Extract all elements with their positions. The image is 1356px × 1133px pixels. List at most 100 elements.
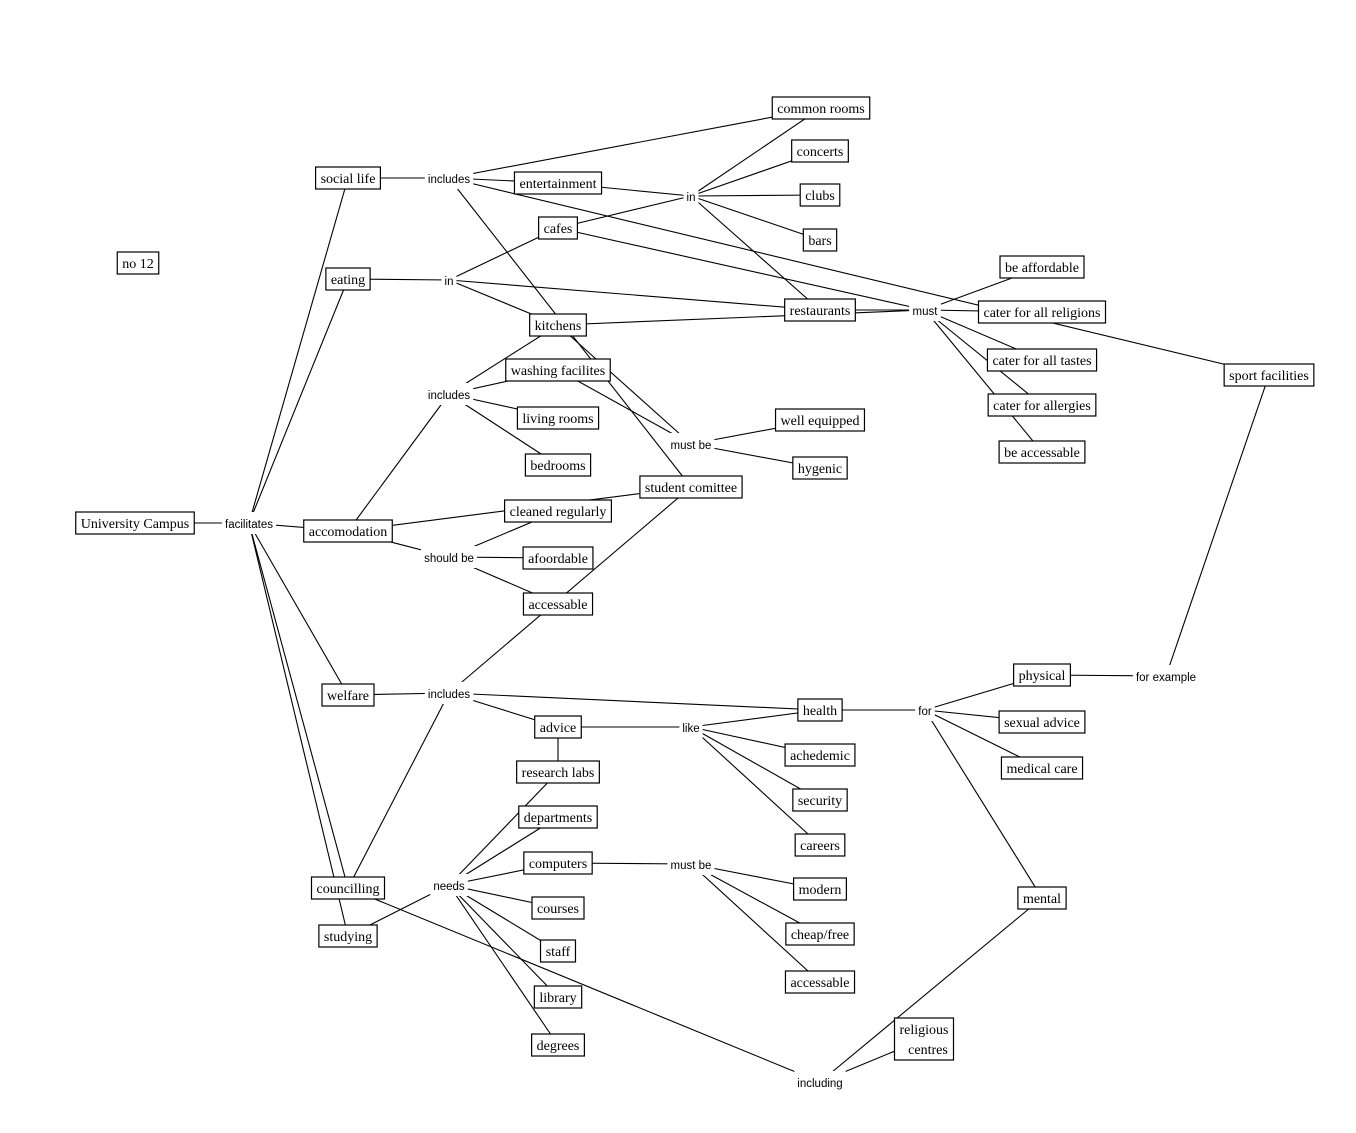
concept-medical[interactable]: medical care [1000,756,1084,780]
concept-research[interactable]: research labs [516,760,600,784]
link-label-text: in [687,192,696,204]
link-line-facilitates-social [248,177,349,524]
link-label-mustbe2[interactable]: must be [667,853,715,875]
concept-accessable2[interactable]: accessable [784,970,856,994]
concept-label: careers [800,839,840,854]
link-line-needs-research [448,771,559,886]
concept-box [303,519,393,543]
concept-box [987,393,1097,417]
concept-library[interactable]: library [533,985,583,1009]
link-label-must1[interactable]: must [909,299,941,321]
concept-bedrooms[interactable]: bedrooms [524,453,592,477]
concept-cafes[interactable]: cafes [538,216,578,240]
concept-eating[interactable]: eating [325,267,371,291]
concept-entertainment[interactable]: entertainment [513,171,603,195]
concept-clubs[interactable]: clubs [799,183,841,207]
concept-security[interactable]: security [792,788,848,812]
concept-box [318,924,378,948]
concept-accom[interactable]: accomodation [303,519,393,543]
nodes: no 12 University Campus social life eating a… [75,96,1315,1093]
link-line-mustbe2-cheap [690,863,821,935]
link-line-facilitates-eating [248,278,349,524]
concept-health[interactable]: health [797,698,843,722]
concept-cheap[interactable]: cheap/free [785,922,855,946]
link-label-in2[interactable]: in [683,185,699,207]
concept-common[interactable]: common rooms [771,96,871,120]
concept-advice[interactable]: advice [534,715,582,739]
concept-kitchens[interactable]: kitchens [529,313,587,337]
link-label-includes1[interactable]: includes [424,167,474,189]
concept-afoordable[interactable]: afoordable [522,546,594,570]
link-label-shouldbe[interactable]: should be [421,546,477,568]
concept-accessable1[interactable]: accessable [522,592,594,616]
concept-label: security [798,794,842,809]
link-line-needs-library [448,884,559,998]
concept-achedemic[interactable]: achedemic [784,743,856,767]
concept-councilling[interactable]: councilling [310,876,386,900]
concept-label: cheap/free [791,928,849,943]
concept-departments[interactable]: departments [518,805,598,829]
concept-courses[interactable]: courses [531,896,585,920]
concept-degrees[interactable]: degrees [531,1033,585,1057]
concept-box [75,511,195,535]
concept-modern[interactable]: modern [793,877,847,901]
concept-uc[interactable]: University Campus [75,511,195,535]
concept-allergies[interactable]: cater for allergies [987,393,1097,417]
concept-cleaned[interactable]: cleaned regularly [504,499,612,523]
link-line-washing-mustbe1 [557,369,692,445]
link-label-includes3[interactable]: includes [424,682,474,704]
concept-beaffordable[interactable]: be affordable [999,255,1085,279]
concept-sport[interactable]: sport facilities [1223,363,1315,387]
link-line-councilling-including [347,887,821,1083]
link-label-like[interactable]: like [679,716,703,738]
concept-computers[interactable]: computers [523,851,593,875]
concept-box [513,171,603,195]
link-label-facilitates[interactable]: facilitates [221,512,277,534]
link-label-forexample[interactable]: for example [1132,665,1200,687]
link-line-kitchens-must1 [557,309,926,326]
concept-mental[interactable]: mental [1017,886,1067,910]
concept-box [534,715,582,739]
concept-box [516,406,600,430]
concept-concerts[interactable]: concerts [791,139,849,163]
concept-physical[interactable]: physical [1013,663,1071,687]
concept-label: hygenic [798,462,842,477]
link-label-mustbe1[interactable]: must be [667,433,715,455]
link-label-text: including [797,1078,842,1090]
concept-religions[interactable]: cater for all religions [977,300,1107,324]
concept-label: social life [321,172,376,187]
link-label-in1[interactable]: in [441,269,457,291]
concept-label: sport facilities [1229,369,1309,384]
label-background [424,682,474,704]
concept-welfare[interactable]: welfare [321,683,375,707]
label-background [424,167,474,189]
concept-studying[interactable]: studying [318,924,378,948]
link-label-needs[interactable]: needs [430,874,468,896]
concept-hygenic[interactable]: hygenic [792,456,848,480]
concept-washing[interactable]: washing facilites [505,358,611,382]
link-label-including[interactable]: including [794,1071,846,1093]
concept-box [639,475,743,499]
concept-bars[interactable]: bars [802,228,838,252]
concept-sexual[interactable]: sexual advice [998,710,1086,734]
concept-label: common rooms [777,102,865,117]
concept-label: advice [540,721,577,736]
link-label-includes2[interactable]: includes [424,383,474,405]
label-background [794,1071,846,1093]
concept-beaccessable[interactable]: be accessable [998,440,1086,464]
concept-label: computers [529,857,587,872]
concept-wellequipped[interactable]: well equipped [774,408,866,432]
concept-restaurants[interactable]: restaurants [784,298,856,322]
concept-no12[interactable]: no 12 [116,251,160,275]
concept-staff[interactable]: staff [539,939,577,963]
concept-label: accomodation [309,525,388,540]
concept-living[interactable]: living rooms [516,406,600,430]
concept-social[interactable]: social life [314,166,382,190]
concept-tastes[interactable]: cater for all tastes [986,348,1098,372]
concept-label: clubs [805,189,835,204]
concept-committee[interactable]: student comittee [639,475,743,499]
concept-careers[interactable]: careers [794,833,846,857]
link-label-for[interactable]: for [915,699,935,721]
concept-label: sexual advice [1004,716,1080,731]
